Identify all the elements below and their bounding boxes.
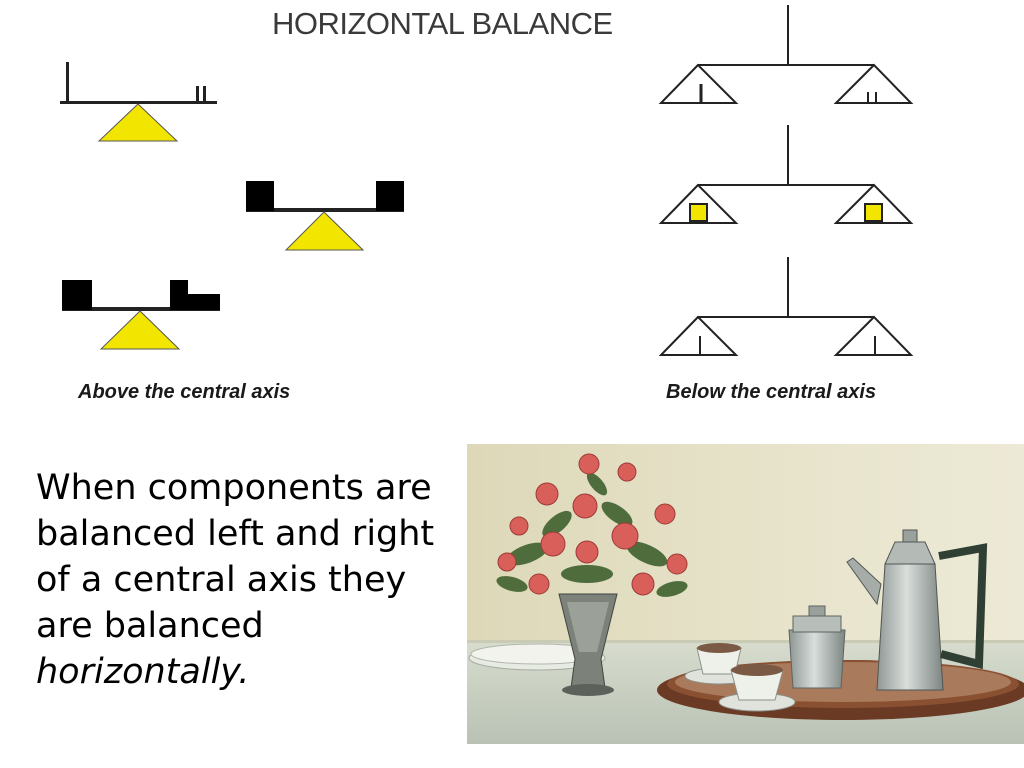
seesaw-two-right-block [376, 181, 404, 211]
description-main: When components are balanced left and ri… [36, 468, 435, 646]
still-life-painting [467, 444, 1024, 744]
teacups [684, 643, 796, 712]
diagram-title: HORIZONTAL BALANCE [272, 6, 613, 41]
seesaw-one-left-weight [66, 62, 69, 102]
seesaw-three [62, 280, 220, 350]
mobile-one [658, 5, 914, 104]
seesaw-two-left-block [246, 181, 274, 211]
seesaw-one-fulcrum [97, 103, 179, 142]
description-emphasis: horizontally. [36, 652, 250, 692]
mobile-three [658, 257, 914, 356]
mobile-two [658, 125, 914, 224]
description-text: When components are balanced left and ri… [36, 465, 456, 695]
seesaw-one-right-weight-b [203, 86, 206, 102]
seesaw-three-right-block-tall [170, 280, 188, 310]
sugar-bowl [788, 605, 846, 689]
caption-above-axis: Above the central axis [78, 381, 291, 403]
mobile-two-right-box [864, 203, 883, 222]
mobile-one-left-triangle [658, 63, 739, 104]
seesaw-two [246, 181, 404, 251]
seesaw-two-beam [246, 208, 404, 212]
mobile-three-right-triangle [833, 315, 914, 356]
mobile-three-left-triangle [658, 315, 739, 356]
roses [497, 453, 688, 596]
seesaw-two-fulcrum [284, 211, 365, 251]
vase [558, 593, 618, 696]
mobile-one-right-triangle [833, 63, 914, 104]
seesaw-three-left-block [62, 280, 92, 310]
caption-below-axis: Below the central axis [666, 381, 877, 403]
seesaw-three-right-block-short [188, 294, 220, 310]
still-life-illustration [467, 444, 1024, 744]
balance-diagrams [60, 5, 914, 356]
mobile-two-left-box [689, 203, 708, 222]
seesaw-one-right-weight-a [196, 86, 199, 102]
rose-leaves [496, 472, 688, 597]
seesaw-one [60, 62, 217, 142]
seesaw-three-fulcrum [99, 310, 181, 350]
seesaw-one-beam [60, 101, 217, 104]
seesaw-three-beam [62, 307, 220, 311]
coffee-pot [846, 529, 988, 691]
